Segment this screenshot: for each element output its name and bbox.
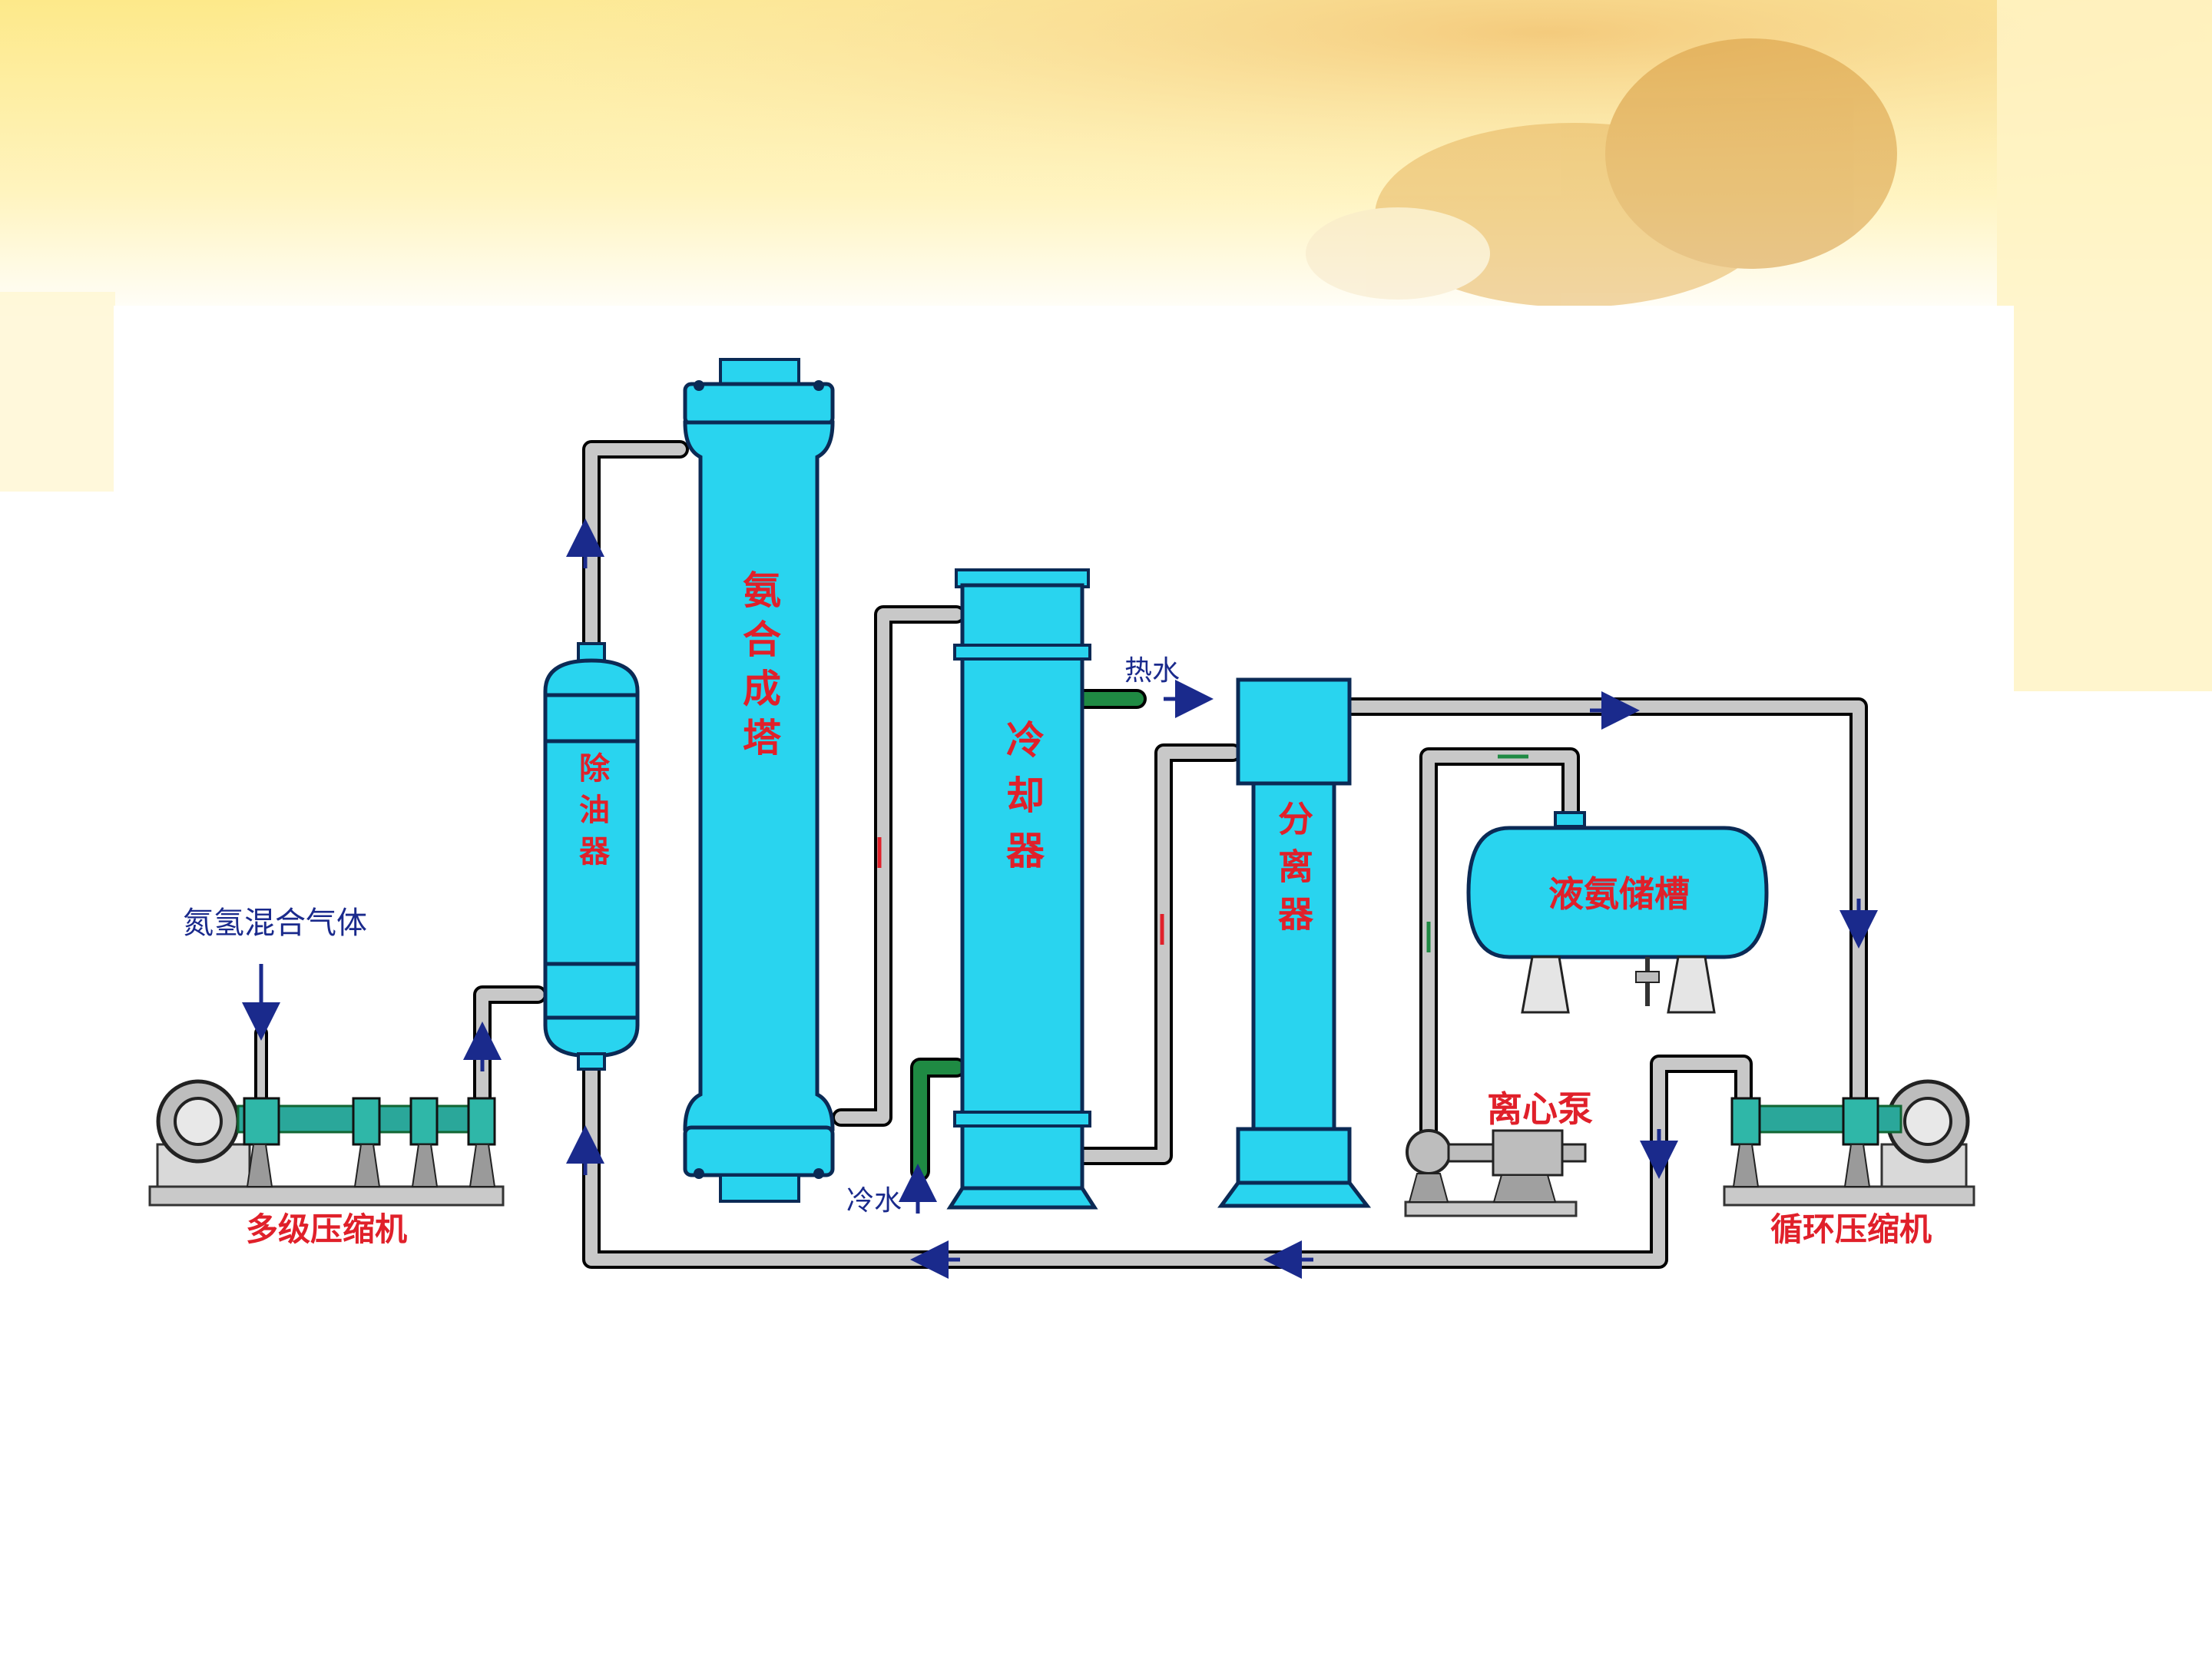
oil-remover-label: 除油器 xyxy=(574,752,610,876)
separator-label: 分离器 xyxy=(1273,800,1314,943)
cooler-label: 冷却器 xyxy=(1000,720,1045,886)
liquid-ammonia-tank-label: 液氨储槽 xyxy=(1548,873,1690,915)
synthesis-tower-label: 氨合成塔 xyxy=(737,570,781,767)
hot-water-label: 热水 xyxy=(1124,655,1180,687)
feed-gas-label: 氮氢混合气体 xyxy=(183,906,367,941)
recycle-compressor-label: 循环压缩机 xyxy=(1770,1210,1932,1248)
flow-arrows xyxy=(242,518,1878,1279)
oil-remover-vessel xyxy=(543,642,640,1071)
cooler-vessel xyxy=(946,568,1098,1210)
ammonia-synthesis-tower xyxy=(683,358,835,1203)
separator-vessel xyxy=(1217,677,1372,1208)
recycle-compressor xyxy=(1723,1079,1975,1207)
multistage-compressor xyxy=(148,1079,505,1207)
liquid-ammonia-tank xyxy=(1466,811,1769,1014)
centrifugal-pump-label: 离心泵 xyxy=(1487,1088,1593,1130)
equipment-labels: 除油器 氨合成塔 冷却器 分离器 液氨储槽 离心泵 多级压缩机 循环压缩机 氮氢… xyxy=(183,570,1932,1248)
decorative-photo-area xyxy=(1306,38,1897,307)
cold-water-label: 冷水 xyxy=(846,1185,902,1217)
centrifugal-pump xyxy=(1404,1129,1587,1217)
multistage-compressor-label: 多级压缩机 xyxy=(246,1210,407,1248)
